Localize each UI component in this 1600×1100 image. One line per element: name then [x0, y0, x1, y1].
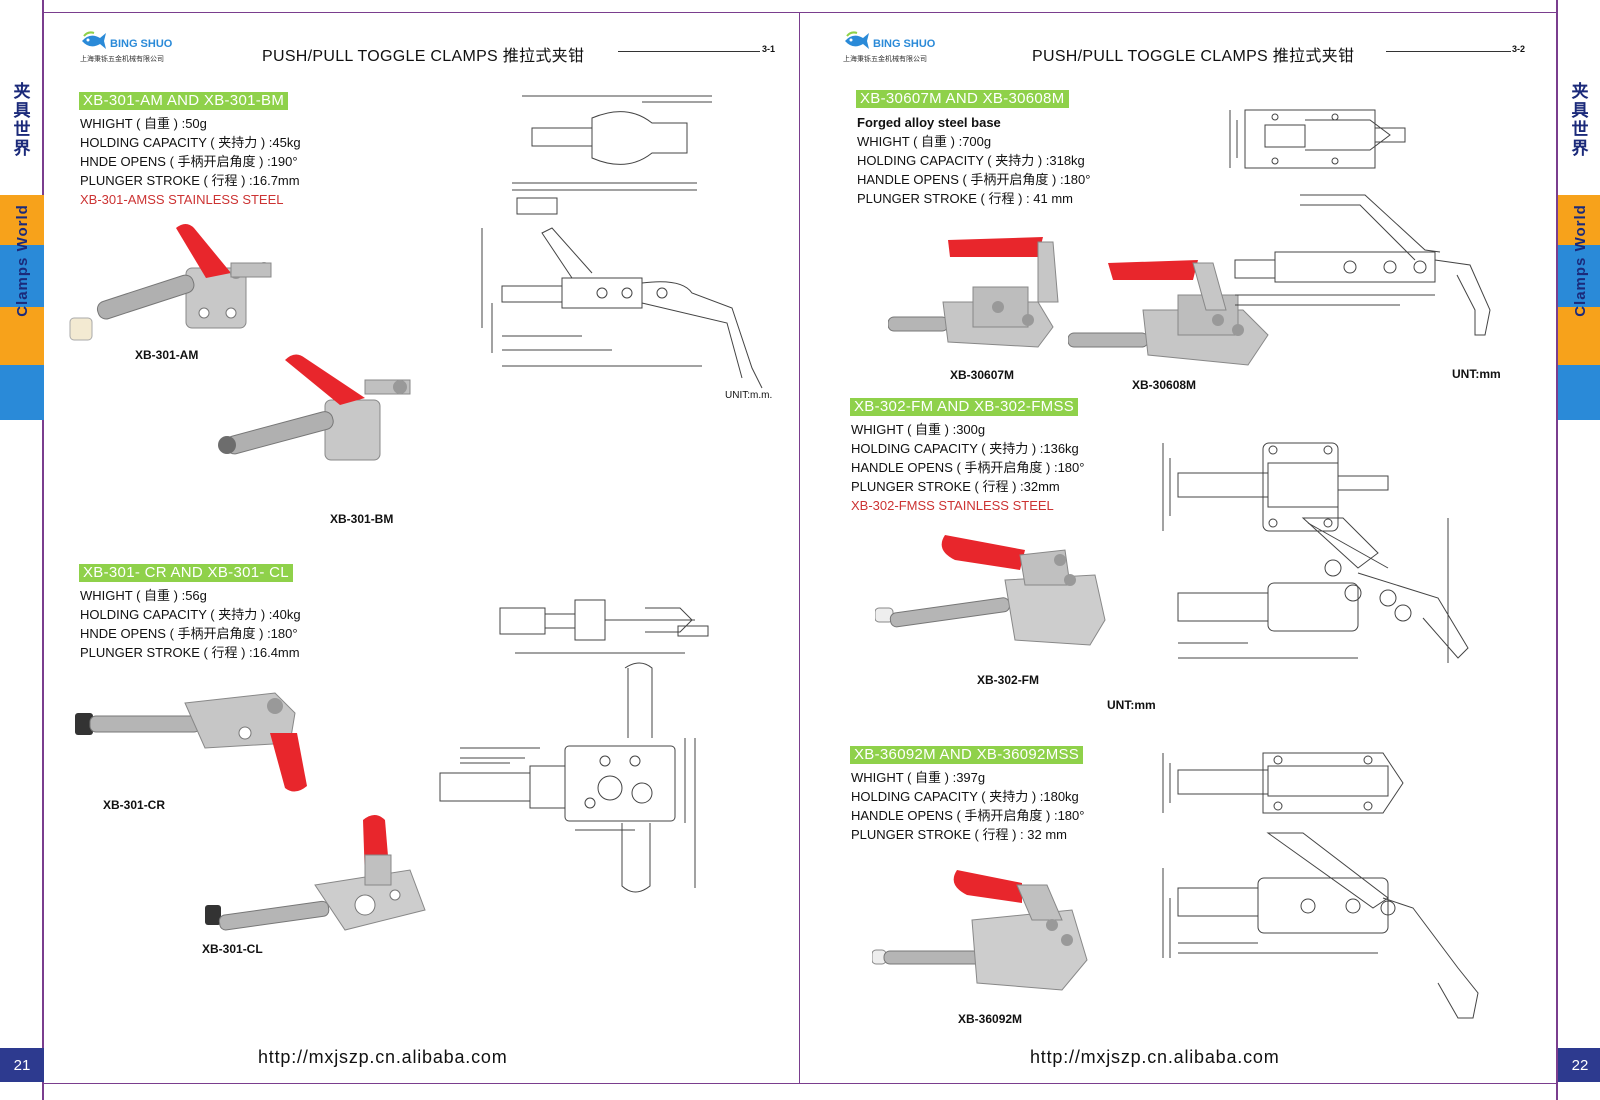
stripe-blue — [1558, 245, 1600, 307]
spec-list: WHIGHT ( 自重 ) :56g HOLDING CAPACITY ( 夹持… — [80, 586, 301, 662]
spec-holding: HOLDING CAPACITY ( 夹持力 ) :40kg — [80, 607, 301, 622]
sidebar-en-title: Clamps World — [13, 203, 31, 317]
left-page-frame — [44, 12, 800, 1084]
product-label: XB-36092M — [958, 1012, 1023, 1026]
product-image-xb-302-fm — [875, 535, 1106, 646]
page-code: 3-1 — [762, 44, 776, 54]
product-label: XB-301-BM — [330, 512, 394, 526]
page-title: PUSH/PULL TOGGLE CLAMPS 推拉式夹钳 — [262, 48, 585, 65]
product-image-xb-301-bm — [218, 354, 411, 461]
spec-holding: HOLDING CAPACITY ( 夹持力 ) :136kg — [851, 441, 1079, 456]
product-image-xb-36092m — [872, 870, 1088, 991]
spec-weight: WHIGHT ( 自重 ) :50g — [80, 116, 207, 131]
section-title: XB-30607M AND XB-30608M — [856, 90, 1069, 108]
footer-url[interactable]: http://mxjszp.cn.alibaba.com — [258, 1047, 508, 1067]
spec-opens: HANDLE OPENS ( 手柄开启角度 ) :180° — [851, 808, 1085, 823]
product-label: XB-301-CR — [103, 798, 166, 812]
technical-drawing-xb-301 — [481, 95, 763, 389]
unit-label: UNT:mm — [1452, 367, 1501, 381]
spec-list: WHIGHT ( 自重 ) :300g HOLDING CAPACITY ( 夹… — [851, 420, 1084, 515]
spec-weight: WHIGHT ( 自重 ) :700g — [857, 134, 992, 149]
product-image-xb-30608m — [1068, 260, 1269, 366]
section-title: XB-301- CR AND XB-301- CL — [79, 564, 293, 582]
technical-drawing-xb-301-cr-cl — [439, 599, 709, 893]
stripe-orange — [1558, 195, 1600, 245]
unit-label: UNIT:m.m. — [725, 390, 773, 401]
stripe-blue — [0, 365, 44, 420]
section-title: XB-301-AM AND XB-301-BM — [79, 92, 289, 110]
spec-weight: WHIGHT ( 自重 ) :397g — [851, 770, 986, 785]
brand-cn-name: 上海秉铄五金机械有限公司 — [843, 56, 927, 63]
product-image-xb-30607m — [888, 237, 1059, 348]
spec-opens: HNDE OPENS ( 手柄开启角度 ) :180° — [80, 626, 298, 641]
header-rule — [618, 51, 760, 52]
fish-logo-icon — [82, 31, 106, 49]
sidebar-cn-title: 夹具世界 — [13, 82, 31, 158]
page-code: 3-2 — [1512, 44, 1526, 54]
spec-opens: HANDLE OPENS ( 手柄开启角度 ) :180° — [851, 460, 1085, 475]
technical-drawing-xb-36092m — [1162, 752, 1479, 1019]
fish-logo-icon — [845, 31, 869, 49]
sidebar-cn-title: 夹具世界 — [1571, 82, 1589, 158]
spec-stroke: PLUNGER STROKE ( 行程 ) :32mm — [851, 479, 1060, 494]
brand-name: BING SHUO — [110, 38, 173, 50]
spec-list: WHIGHT ( 自重 ) :50g HOLDING CAPACITY ( 夹持… — [80, 114, 301, 209]
spec-list: WHIGHT ( 自重 ) :397g HOLDING CAPACITY ( 夹… — [851, 768, 1084, 844]
product-label: XB-302-FM — [977, 673, 1040, 687]
technical-drawing-xb-30607m — [1229, 109, 1491, 336]
page-number-left: 21 — [0, 1048, 44, 1082]
stripe-orange — [0, 195, 44, 245]
section-title: XB-36092M AND XB-36092MSS — [850, 746, 1084, 764]
right-sidebar: 夹具世界 Clamps World 22 — [1556, 0, 1600, 1100]
stripe-orange — [0, 307, 44, 365]
sidebar-en-title: Clamps World — [1571, 203, 1589, 317]
sidebar-en-title-wrap: Clamps World — [0, 150, 44, 370]
left-sidebar: 夹具世界 Clamps World 21 — [0, 0, 44, 1100]
spec-weight: WHIGHT ( 自重 ) :56g — [80, 588, 207, 603]
stainless-note: XB-302-FMSS STAINLESS STEEL — [851, 498, 1054, 513]
technical-drawing-xb-302-fm — [1162, 442, 1469, 663]
material-subtitle: Forged alloy steel base — [857, 115, 1001, 130]
footer-url[interactable]: http://mxjszp.cn.alibaba.com — [1030, 1047, 1280, 1067]
spec-list: Forged alloy steel base WHIGHT ( 自重 ) :7… — [857, 113, 1090, 208]
spec-stroke: PLUNGER STROKE ( 行程 ) :16.4mm — [80, 645, 300, 660]
brand-cn-name: 上海秉铄五金机械有限公司 — [80, 56, 164, 63]
brand-name: BING SHUO — [873, 38, 936, 50]
spec-holding: HOLDING CAPACITY ( 夹持力 ) :318kg — [857, 153, 1085, 168]
spec-stroke: PLUNGER STROKE ( 行程 ) : 32 mm — [851, 827, 1067, 842]
product-label: XB-30608M — [1132, 378, 1197, 392]
product-label: XB-301-CL — [202, 942, 263, 956]
page-number-right: 22 — [1558, 1048, 1600, 1082]
section-title: XB-302-FM AND XB-302-FMSS — [850, 398, 1079, 416]
spec-stroke: PLUNGER STROKE ( 行程 ) :16.7mm — [80, 173, 300, 188]
header-rule — [1386, 51, 1511, 52]
stripe-blue — [0, 245, 44, 307]
stripe-orange — [1558, 307, 1600, 365]
spec-opens: HNDE OPENS ( 手柄开启角度 ) :190° — [80, 154, 298, 169]
spec-opens: HANDLE OPENS ( 手柄开启角度 ) :180° — [857, 172, 1091, 187]
product-image-xb-301-am — [69, 224, 272, 341]
sidebar-en-title-wrap: Clamps World — [1558, 150, 1600, 370]
spec-holding: HOLDING CAPACITY ( 夹持力 ) :45kg — [80, 135, 301, 150]
product-label: XB-30607M — [950, 368, 1015, 382]
product-image-xb-301-cr — [75, 692, 307, 792]
stripe-blue — [1558, 365, 1600, 420]
right-page-frame — [800, 12, 1556, 1084]
stainless-note: XB-301-AMSS STAINLESS STEEL — [80, 192, 284, 207]
page-title: PUSH/PULL TOGGLE CLAMPS 推拉式夹钳 — [1032, 48, 1355, 65]
spec-holding: HOLDING CAPACITY ( 夹持力 ) :180kg — [851, 789, 1079, 804]
product-label: XB-301-AM — [135, 348, 199, 362]
spec-weight: WHIGHT ( 自重 ) :300g — [851, 422, 986, 437]
spec-stroke: PLUNGER STROKE ( 行程 ) : 41 mm — [857, 191, 1073, 206]
product-image-xb-301-cl — [205, 815, 426, 931]
unit-label: UNT:mm — [1107, 698, 1156, 712]
